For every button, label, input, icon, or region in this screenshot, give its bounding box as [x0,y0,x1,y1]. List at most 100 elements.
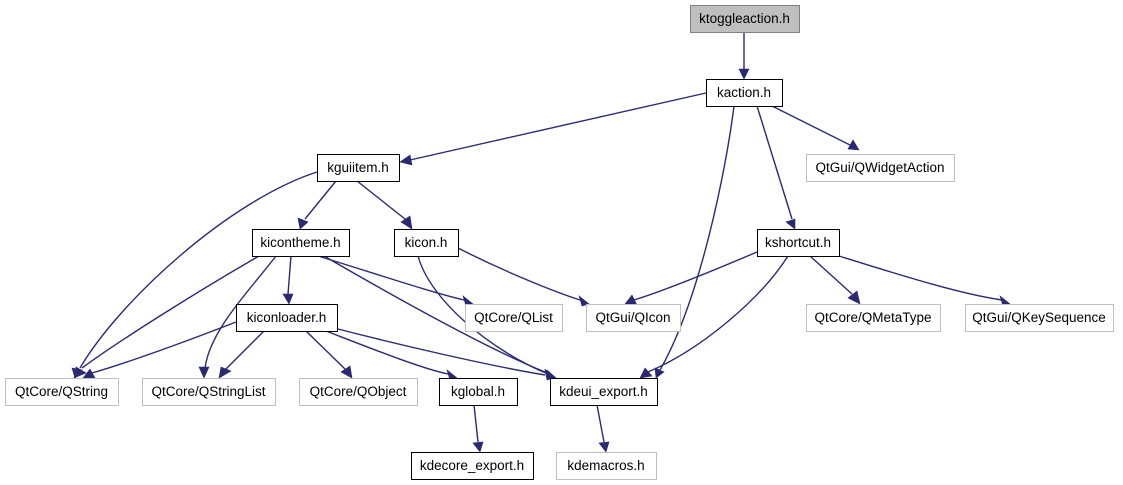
arrowhead-icon [198,366,210,379]
arrowhead-icon [847,290,861,305]
edge-line [287,255,292,295]
graph-node-ktoggleaction[interactable]: ktoggleaction.hktoggleaction.h [690,5,800,33]
edge-line [771,105,851,146]
edge-kdeui_export-to-kdemacros [596,404,610,453]
arrowhead-icon [282,293,294,305]
edge-kshortcut-to-qmetatype [809,255,861,305]
edge-line [647,255,789,373]
arrowhead-icon [785,218,796,230]
node-box[interactable] [236,304,338,332]
arrowhead-icon [639,367,653,379]
arrowhead-icon [340,365,353,379]
node-box[interactable] [5,378,119,406]
edge-line [317,255,465,301]
edge-kglobal-to-kdecore_export [472,404,484,453]
edge-line [304,180,337,220]
edge-line [596,404,605,443]
node-box[interactable] [706,79,783,107]
arrowhead-icon [297,217,309,230]
node-box[interactable] [252,229,350,257]
edge-line [225,330,265,370]
node-box[interactable] [299,378,418,406]
node-box[interactable] [394,229,459,257]
graph-node-qmetatype[interactable]: QtCore/QMetaTypeQtCore/QMetaType [806,304,941,332]
node-box[interactable] [806,304,941,332]
node-box[interactable] [439,378,518,406]
node-box[interactable] [142,378,276,406]
edge-line [457,247,581,301]
arrowhead-icon [218,366,232,379]
edge-kiconloader-to-qstringlist [218,330,265,379]
edge-line [333,327,546,376]
graph-node-qicon[interactable]: QtGui/QIconQtGui/QIcon [586,304,681,332]
node-box[interactable] [317,154,400,182]
graph-node-kglobal[interactable]: kglobal.hkglobal.h [439,378,518,406]
graph-node-qlist[interactable]: QtCore/QListQtCore/QList [465,304,563,332]
arrowhead-icon [73,366,87,379]
edge-line [91,321,237,374]
edge-kguiitem-to-kicontheme [297,180,337,230]
arrowhead-icon [400,215,413,230]
node-box[interactable] [757,229,840,257]
node-box[interactable] [690,5,800,33]
arrowhead-icon [738,68,750,80]
node-box[interactable] [411,452,534,480]
edge-line [409,92,707,161]
edge-line [305,330,346,370]
edge-kshortcut-to-kdeui_export [639,255,789,379]
arrowhead-icon [847,139,860,151]
edge-kicontheme-to-qstringlist [198,255,277,379]
edge-kguiitem-to-kicon [356,180,413,230]
node-box[interactable] [556,452,657,480]
edge-kicontheme-to-qstring [73,255,260,379]
node-box[interactable] [965,304,1114,332]
arrowhead-icon [399,154,413,166]
edge-line [809,255,853,295]
graph-node-qwidgetaction[interactable]: QtGui/QWidgetActionQtGui/QWidgetAction [806,154,955,182]
edge-kicontheme-to-qlist [317,255,474,307]
nodes-layer: ktoggleaction.hktoggleaction.h kaction.hk… [5,5,1114,480]
edge-kguiitem-to-qstring [71,171,318,379]
edge-kicontheme-to-kiconloader [282,255,294,305]
edge-line [325,330,449,375]
edge-kaction-to-kdeui_export [654,105,735,379]
edge-kaction-to-qwidgetaction [771,105,860,151]
edge-line [659,105,735,371]
edge-kaction-to-kguiitem [399,92,707,166]
edge-ktoggleaction-to-kaction [738,32,750,80]
arrowhead-icon [654,367,665,379]
edge-line [473,404,479,443]
edge-kaction-to-kshortcut [756,105,796,230]
edge-kiconloader-to-kdeui_export [333,327,555,381]
edge-line [79,171,318,369]
graph-node-qkeysequence[interactable]: QtGui/QKeySequenceQtGui/QKeySequence [965,304,1114,332]
edges-layer [71,32,1011,453]
edge-line [633,251,758,301]
arrowhead-icon [578,295,590,307]
graph-node-qobject[interactable]: QtCore/QObjectQtCore/QObject [299,378,418,406]
node-box[interactable] [586,304,681,332]
edge-kicon-to-qicon [457,247,590,307]
node-box[interactable] [550,378,658,406]
graph-node-kguiitem[interactable]: kguiitem.hkguiitem.h [317,154,400,182]
node-box[interactable] [465,304,563,332]
node-box[interactable] [806,154,955,182]
edge-line [356,180,406,220]
edge-line [756,105,793,220]
edge-kiconloader-to-qobject [305,330,353,379]
edge-line [81,255,260,369]
arrowhead-icon [472,441,484,453]
arrowhead-icon [598,441,610,453]
